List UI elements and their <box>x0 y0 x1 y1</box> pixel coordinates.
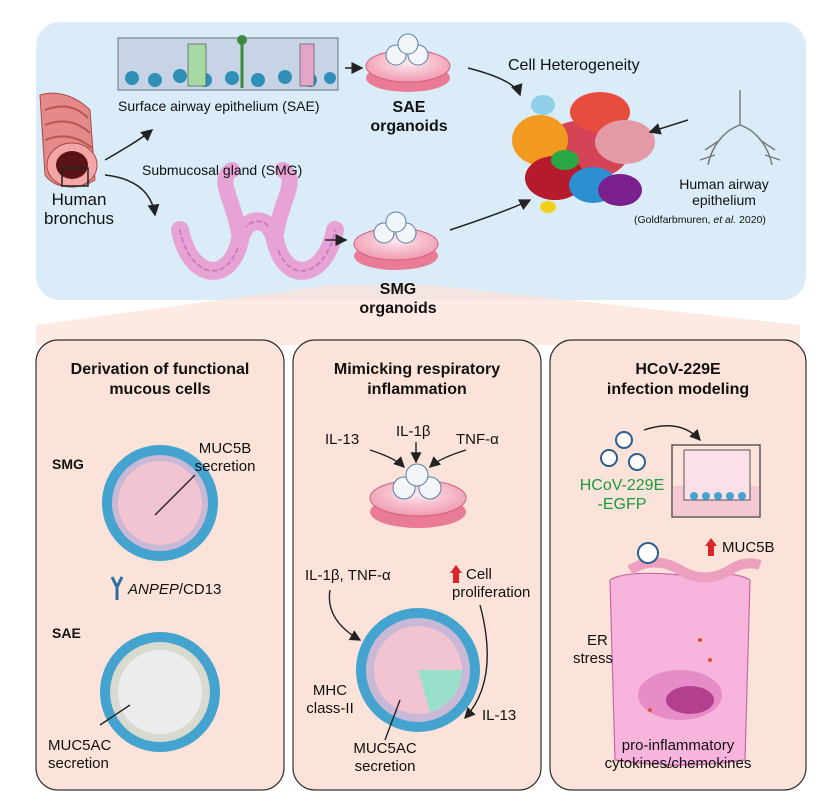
cd13-receptor-icon <box>110 576 124 600</box>
citation-prefix: (Goldfarbmuren, <box>634 214 714 226</box>
smg-organoids-label: SMG organoids <box>352 280 444 318</box>
muc5ac-p2-line2: secretion <box>354 758 416 775</box>
airway-label: Human airway epithelium <box>660 176 788 208</box>
sae-dish-illustration <box>365 33 451 92</box>
muc5b-line2: secretion <box>194 458 256 475</box>
airway-line1: Human airway <box>679 176 769 192</box>
muc5b-up-label: MUC5B <box>722 539 775 556</box>
smg-gland-illustration <box>171 162 344 280</box>
panel2-input-arrows <box>369 442 467 468</box>
smg-label: Submucosal gland (SMG) <box>142 162 303 178</box>
panel2-dish-illustration <box>369 463 467 528</box>
il13-loop-label: IL-13 <box>482 707 517 724</box>
sae-organoids-label: SAE organoids <box>366 98 452 136</box>
sae-epithelium-illustration <box>117 35 339 91</box>
panel1-sae-label: SAE <box>52 625 81 641</box>
virus-arrow <box>643 425 701 442</box>
virus-label: HCoV-229E -EGFP <box>566 476 678 514</box>
citation-etal: et al. <box>713 214 737 226</box>
panel1-title: Derivation of functional mucous cells <box>36 360 284 400</box>
panel2-title-line2: inflammation <box>367 381 467 398</box>
panel1-background <box>35 339 285 791</box>
muc5b-secretion-label: MUC5B secretion <box>180 440 270 476</box>
il1b-label: IL-1β <box>396 423 431 440</box>
sae-organoids-line1: SAE <box>392 99 426 116</box>
pro-line2: cytokines/chemokines <box>604 755 752 772</box>
smg-organoids-line2: organoids <box>359 300 437 317</box>
proliferation-up-arrow-icon <box>450 565 462 583</box>
panel1-title-line2: mucous cells <box>109 381 211 398</box>
top-arrows <box>104 62 689 246</box>
mhc-line2: class-II <box>306 700 354 717</box>
citation: (Goldfarbmuren, et al. 2020) <box>634 212 766 228</box>
mhc-line1: MHC <box>312 682 348 699</box>
muc5ac-p2-line1: MUC5AC <box>353 740 417 757</box>
panel2-title: Mimicking respiratory inflammation <box>293 360 541 400</box>
panel3-title-line2: infection modeling <box>606 381 750 398</box>
sae-organoids-line2: organoids <box>370 118 448 135</box>
lungs-illustration <box>699 90 781 166</box>
cell-line1: Cell <box>466 566 492 583</box>
panel1-smg-label: SMG <box>52 456 84 472</box>
panel2-title-line1: Mimicking respiratory <box>333 361 501 378</box>
panel1-title-line1: Derivation of functional <box>70 361 250 378</box>
muc5ac-p1-line2: secretion <box>48 755 109 772</box>
mhc-label: MHC class-II <box>300 682 360 718</box>
tnfa-label: TNF-α <box>456 431 499 448</box>
airway-line2: epithelium <box>692 192 756 208</box>
bronchus-line2: bronchus <box>44 209 114 228</box>
top-background <box>36 22 806 300</box>
smg-dish-illustration <box>353 211 439 270</box>
anpep-cd13-label: ANPEP/CD13 <box>128 582 221 598</box>
muc5ac-p1-line1: MUC5AC <box>48 737 112 754</box>
er-line2: stress <box>573 650 614 667</box>
bronchus-illustration <box>39 92 98 188</box>
muc5ac-secretion-label-p1: MUC5AC secretion <box>48 737 111 773</box>
bronchus-line1: Human <box>51 190 107 209</box>
sae-label: Surface airway epithelium (SAE) <box>118 98 320 114</box>
umap-cluster-illustration <box>512 92 655 213</box>
muc5ac-secretion-label-p2: MUC5AC secretion <box>330 740 440 776</box>
il13-label: IL-13 <box>325 431 360 448</box>
virus-icons <box>600 431 646 471</box>
panel2-organoid <box>328 589 488 741</box>
il1b-tnfa-label: IL-1β, TNF-α <box>305 567 391 584</box>
bronchus-label: Human bronchus <box>40 190 118 228</box>
transwell-illustration <box>671 444 761 518</box>
cell-line2: proliferation <box>452 584 531 601</box>
er-stress-label: ER stress <box>573 632 613 668</box>
er-line1: ER <box>587 632 608 649</box>
muc5b-up-arrow-icon <box>705 538 717 556</box>
pro-line1: pro-inflammatory <box>621 737 735 754</box>
light-fan <box>36 285 800 345</box>
cell-heterogeneity-label: Cell Heterogeneity <box>508 57 640 74</box>
infected-cell-illustration <box>609 542 762 768</box>
panel1-sae-organoid <box>99 632 220 752</box>
virus-line2: -EGFP <box>597 496 647 513</box>
panel3-title: HCoV-229E infection modeling <box>550 360 806 400</box>
anpep-text: ANPEP <box>128 581 179 598</box>
cd13-text: /CD13 <box>178 581 222 598</box>
panel1-smg-organoid <box>102 445 218 561</box>
muc5b-line1: MUC5B <box>198 440 252 457</box>
pro-inflammatory-label: pro-inflammatory cytokines/chemokines <box>550 737 806 773</box>
cell-proliferation-label: Cell proliferation <box>452 566 530 602</box>
panel3-title-line1: HCoV-229E <box>635 361 721 378</box>
smg-organoids-line1: SMG <box>379 281 417 298</box>
virus-line1: HCoV-229E <box>579 477 665 494</box>
citation-suffix: 2020) <box>736 214 766 226</box>
